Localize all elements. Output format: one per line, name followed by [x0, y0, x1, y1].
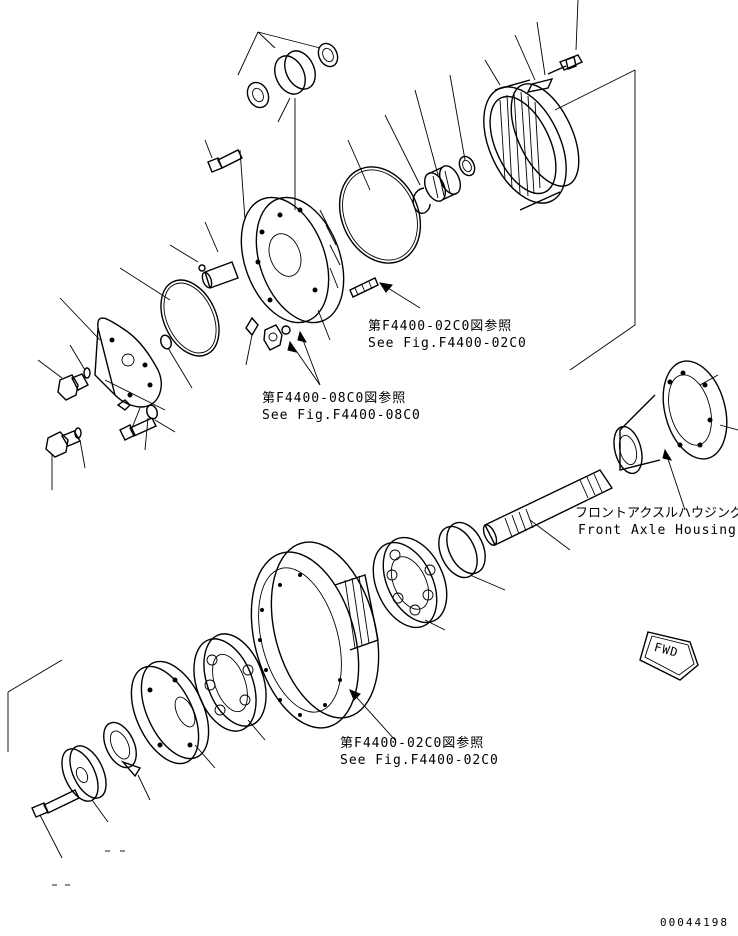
arrow-ref-top — [378, 282, 421, 309]
part-stud-bolt — [349, 277, 379, 298]
ref-label-top-en: See Fig.F4400-02C0 — [368, 336, 527, 351]
part-lock-washer — [103, 721, 151, 801]
part-o-ring-medium — [119, 267, 220, 357]
part-carrier — [240, 98, 345, 341]
part-snap-ring — [384, 114, 431, 214]
leader-bottom-left — [7, 659, 125, 886]
part-small-pin — [245, 316, 259, 366]
part-pin — [201, 221, 239, 289]
part-bolt-bottom — [31, 789, 80, 859]
part-washer-top — [514, 21, 554, 93]
part-small-ball — [169, 244, 206, 272]
leader-ring-gear-ref — [554, 69, 636, 371]
part-bolt-lower-left — [104, 379, 166, 441]
part-plug-lower — [45, 427, 86, 490]
part-seal-small — [144, 334, 193, 451]
part-o-ring-large — [338, 139, 422, 264]
part-end-cap — [61, 745, 109, 823]
part-wheel-hub — [250, 541, 396, 741]
part-bolt-top-right — [547, 0, 583, 75]
part-axle-shaft — [482, 469, 614, 551]
drawing-number: 00044198 — [660, 916, 729, 929]
part-bolt-upper-left — [204, 139, 246, 221]
part-ring-gear — [483, 59, 580, 211]
part-washer-left — [69, 344, 91, 379]
fwd-arrow-icon — [639, 631, 699, 681]
ref-label-bottom-en: See Fig.F4400-02C0 — [340, 753, 499, 768]
part-thrust-washer — [449, 74, 476, 177]
part-axle-housing — [613, 360, 738, 475]
housing-label-jp: フロントアクスルハウジング — [575, 506, 738, 521]
part-nut — [263, 324, 321, 386]
leader-housing — [662, 448, 686, 511]
part-seal-ring — [438, 521, 506, 591]
part-bearing-upper — [237, 31, 339, 123]
part-taper-bearing-right — [372, 536, 448, 631]
ref-label-bottom-jp: 第F4400-02C0図参照 — [340, 736, 485, 751]
part-needle-bearing — [414, 89, 462, 202]
ref-label-mid-en: See Fig.F4400-08C0 — [262, 408, 421, 423]
part-cover-plate — [59, 297, 162, 411]
housing-label-en: Front Axle Housing — [578, 523, 737, 538]
ref-label-mid-jp: 第F4400-08C0図参照 — [262, 391, 407, 406]
ref-label-top-jp: 第F4400-02C0図参照 — [368, 319, 513, 334]
part-plug-upper — [37, 359, 89, 401]
part-thrust-plate — [130, 660, 216, 769]
